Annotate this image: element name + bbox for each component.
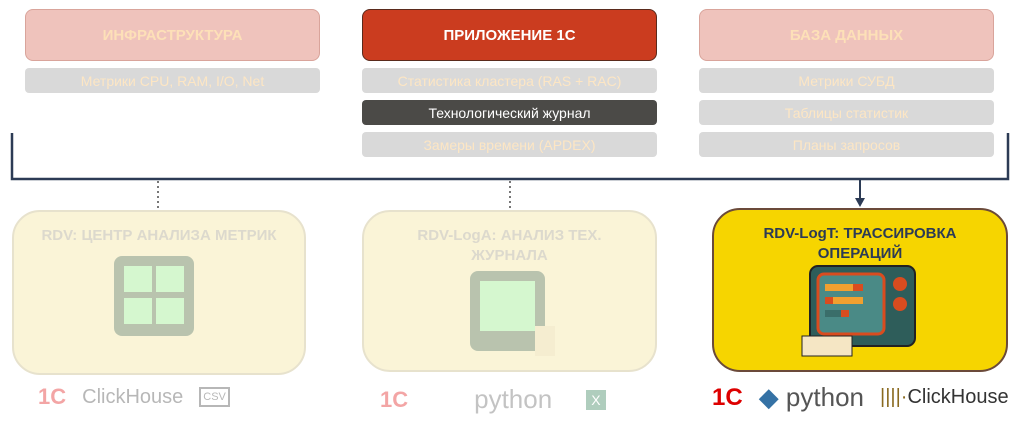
python-snake-icon: ◆ [758,382,779,412]
tool-title: RDV: ЦЕНТР АНАЛИЗА МЕТРИК [41,227,277,244]
header-infrastructure: ИНФРАСТРУКТУРА [25,9,320,61]
logo-excel: X [586,389,606,410]
logos-logt: 1С ◆ python ||||·ClickHouse [712,382,1009,413]
logos-loga: 1С python X [380,384,606,415]
logo-1c: 1С [380,386,409,412]
logo-1c: 1С [712,383,743,411]
tool-rdv-logt: RDV-LogT: ТРАССИРОВКА ОПЕРАЦИЙ [712,208,1008,372]
item-tech-journal: Технологический журнал [362,100,657,125]
logo-clickhouse: ClickHouse [82,385,184,408]
item-cluster-stats: Статистика кластера (RAS + RAC) [362,68,657,93]
monitor-icon [114,256,194,336]
tool-rdv-loga: RDV-LogA: АНАЛИЗ ТЕХ. ЖУРНАЛА [362,210,657,372]
logo-1c: 1С [38,384,67,409]
item-query-plans: Планы запросов [699,132,994,157]
header-application: ПРИЛОЖЕНИЕ 1С [362,9,657,61]
tool-rdv-metrics: RDV: ЦЕНТР АНАЛИЗА МЕТРИК [12,210,306,375]
item-infra-metrics: Метрики CPU, RAM, I/O, Net [25,68,320,93]
logo-python: python [474,384,553,414]
item-stat-tables: Таблицы статистик [699,100,994,125]
logo-csv: CSV [199,387,230,407]
item-dbms-metrics: Метрики СУБД [699,68,994,93]
header-database: БАЗА ДАННЫХ [699,9,994,61]
tool-title: RDV-LogA: АНАЛИЗ ТЕХ. ЖУРНАЛА [417,227,602,264]
logo-clickhouse: ||||·ClickHouse [880,386,1009,408]
item-apdex: Замеры времени (APDEX) [362,132,657,157]
monitor-icon [469,271,555,356]
logo-python: ◆ python [758,382,864,412]
logos-metrics: 1С ClickHouse CSV [38,384,230,410]
tool-title: RDV-LogT: ТРАССИРОВКА ОПЕРАЦИЙ [763,225,957,262]
monitor-icon [801,265,916,357]
